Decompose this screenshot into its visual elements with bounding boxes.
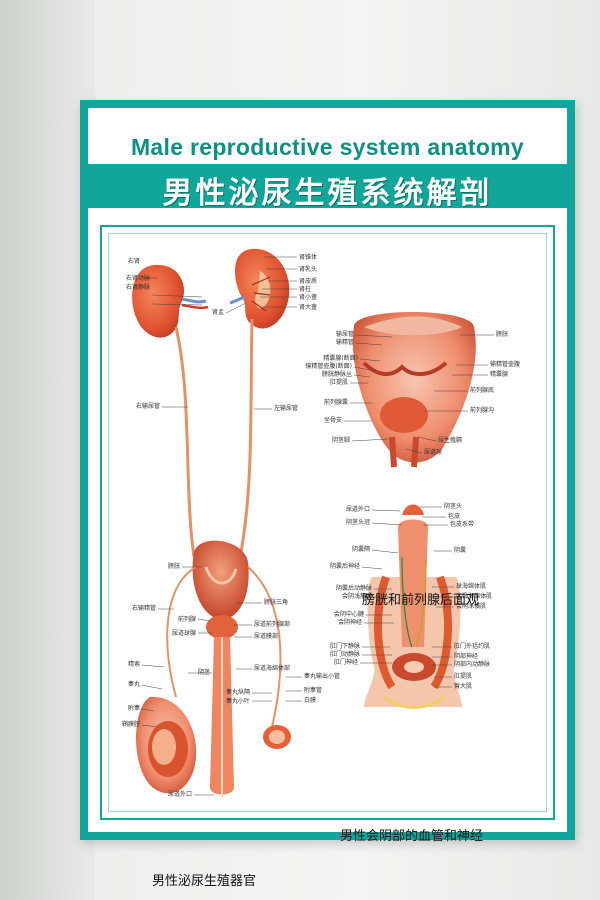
label-rt-prostatic-sulcus: 前列腺沟	[470, 407, 495, 414]
label-epididymal-duct: 附睾管	[304, 687, 323, 694]
label-rb-glans-penis: 阴茎头	[444, 503, 463, 510]
label-renal-pelvis: 肾盂	[211, 309, 224, 316]
poster-title-chinese: 男性泌尿生殖系统解剖	[162, 176, 493, 211]
label-rb-prepuce: 包皮	[448, 513, 461, 520]
right-top-leader-lines	[344, 334, 494, 454]
anatomy-poster: Male reproductive system anatomy 男性泌尿生殖系…	[80, 100, 575, 889]
label-rb-posterior-scrotal-nerve: 阴囊后神经	[329, 563, 360, 570]
label-rb-deep-transverse-perineal: 会阴深横肌	[456, 603, 487, 610]
label-rb-levator-ani: 肛提肌	[454, 673, 473, 680]
label-prostate: 前列腺	[177, 616, 196, 623]
label-rb-frenulum: 包皮系带	[450, 521, 475, 528]
label-rb-external-urethral-orifice: 尿道外口	[345, 506, 370, 513]
label-rt-prostatic-utricle: 前列腺囊	[323, 399, 348, 406]
label-rt-vesical-venous-plexus: 膀胱静脉丛	[321, 371, 352, 378]
label-right-ureter: 右输尿管	[135, 403, 160, 410]
label-tunica-albuginea: 白膜	[304, 697, 317, 704]
label-rt-ampulla: 输精管壶腹	[490, 361, 521, 368]
caption-bladder-prostate: 膀胱和前列腺后面观	[362, 593, 480, 608]
label-minor-calyx: 肾小盏	[299, 294, 318, 301]
label-rb-external-anal-sphincter: 肛门外括约肌	[454, 643, 491, 650]
label-rb-inferior-rectal-vein: 肛门下静脉	[329, 643, 360, 650]
label-rb-bulbospongiosus: 球海绵体肌	[456, 583, 487, 590]
label-rt-ampulla-section: 输精管壶腹(断面)	[305, 363, 352, 370]
label-rb-perineal-nerve: 会阴神经	[337, 619, 362, 626]
label-rb-perineal-body: 会阴中心腱	[333, 611, 364, 618]
label-penis: 阴茎	[197, 669, 210, 676]
poster-title-english: Male reproductive system anatomy	[130, 134, 525, 160]
label-rb-scrotum: 阴囊	[454, 547, 467, 554]
label-rt-urogenital-diaphragm: 尿生殖膈	[438, 437, 463, 444]
label-renal-pyramid: 肾锥体	[299, 254, 318, 261]
label-renal-papilla: 肾乳头	[299, 266, 318, 273]
label-tunica-vaginalis-cavity: 鞘膜腔	[121, 721, 140, 728]
label-mediastinum-testis: 睾丸纵隔	[226, 689, 251, 696]
label-efferent-ductules: 睾丸输出小管	[304, 673, 341, 680]
label-rb-scrotal-septum: 阴囊隔	[351, 546, 370, 553]
testis-section	[263, 725, 291, 749]
label-rt-bulb-of-penis: 尿道球	[424, 449, 443, 456]
wall-background	[0, 0, 95, 900]
label-rt-ischial-ramus: 坐骨支	[323, 417, 342, 424]
label-rt-prostate-base: 前列腺底	[470, 387, 495, 394]
left-leader-lines	[141, 256, 302, 796]
label-right-renal-artery: 右肾动脉	[125, 275, 150, 282]
label-rb-anal-vessels: 肛门动静脉	[329, 651, 360, 658]
content-inner-frame	[108, 233, 547, 812]
label-left-ureter: 左输尿管	[274, 405, 299, 412]
anatomy-illustration	[132, 248, 494, 797]
label-rt-seminal-vesicle: 精囊腺	[490, 371, 509, 378]
bladder-prostate-posterior-view	[352, 312, 476, 468]
label-right-kidney: 右肾	[127, 258, 140, 265]
label-rb-internal-pudendal-vessels: 阴部内动静脉	[454, 661, 491, 668]
label-rt-ductus-deferens: 输精管	[335, 339, 354, 346]
label-renal-column: 肾柱	[299, 286, 312, 293]
label-major-calyx: 肾大盏	[299, 304, 318, 311]
content-frame: 右肾 右肾动脉 右肾静脉 肾锥体 肾乳头 肾皮质 肾柱 肾小盏 肾大盏 肾盂 右…	[100, 225, 555, 889]
label-bulbourethral-gland: 尿道球腺	[171, 630, 196, 637]
label-spermatic-cord: 精索	[127, 661, 140, 668]
label-rt-ureter: 输尿管	[335, 331, 354, 338]
caption-urogenital-organs: 男性泌尿生殖器官	[152, 874, 257, 889]
caption-perineum: 男性会阴部的血管和神经	[340, 829, 484, 844]
label-bladder: 膀胱	[167, 563, 180, 570]
left-kidney-section	[234, 248, 290, 329]
label-trigone: 膀胱三角	[264, 599, 289, 606]
label-renal-cortex: 肾皮质	[299, 278, 318, 285]
label-right-renal-vein: 右肾静脉	[125, 284, 150, 291]
label-prostatic-urethra: 尿道前列腺部	[254, 621, 291, 628]
label-right-ductus-deferens: 右输精管	[131, 605, 156, 612]
label-external-urethral-orifice: 尿道外口	[167, 791, 192, 798]
label-rb-gluteus-maximus: 臀大肌	[454, 683, 473, 690]
label-rb-corona-glandis: 阴茎头冠	[345, 519, 370, 526]
label-membranous-urethra: 尿道膜部	[254, 633, 279, 640]
label-rb-anal-nerve: 肛门神经	[333, 659, 358, 666]
perineum-view	[364, 504, 462, 709]
label-rt-levator-ani: 肛提肌	[329, 379, 348, 386]
title-band: 男性泌尿生殖系统解剖	[88, 164, 567, 211]
label-rt-crus-penis: 阴茎脚	[331, 437, 350, 444]
label-spongy-urethra: 尿道海绵体部	[254, 665, 291, 672]
bladder	[192, 540, 249, 620]
label-testis-lobule: 睾丸小叶	[226, 698, 251, 705]
label-rb-superficial-perineal-fascia: 会阴浅筋膜	[341, 593, 372, 600]
label-testis: 睾丸	[127, 681, 140, 688]
testis-with-scrotum	[136, 696, 197, 794]
right-bottom-leader-lines	[360, 506, 454, 688]
prostate	[206, 615, 238, 639]
right-kidney	[132, 264, 185, 338]
label-rt-bladder: 膀胱	[496, 331, 509, 338]
label-rb-ischiocavernosus: 坐骨海绵体肌	[456, 593, 493, 600]
label-rt-seminal-vesicle-section: 精囊腺(断面)	[323, 355, 358, 362]
label-epididymis: 附睾	[127, 705, 140, 712]
label-rb-posterior-scrotal-vessels: 阴囊后动静脉	[335, 585, 372, 592]
label-rb-pudendal-nerve: 阴部神经	[454, 653, 479, 660]
